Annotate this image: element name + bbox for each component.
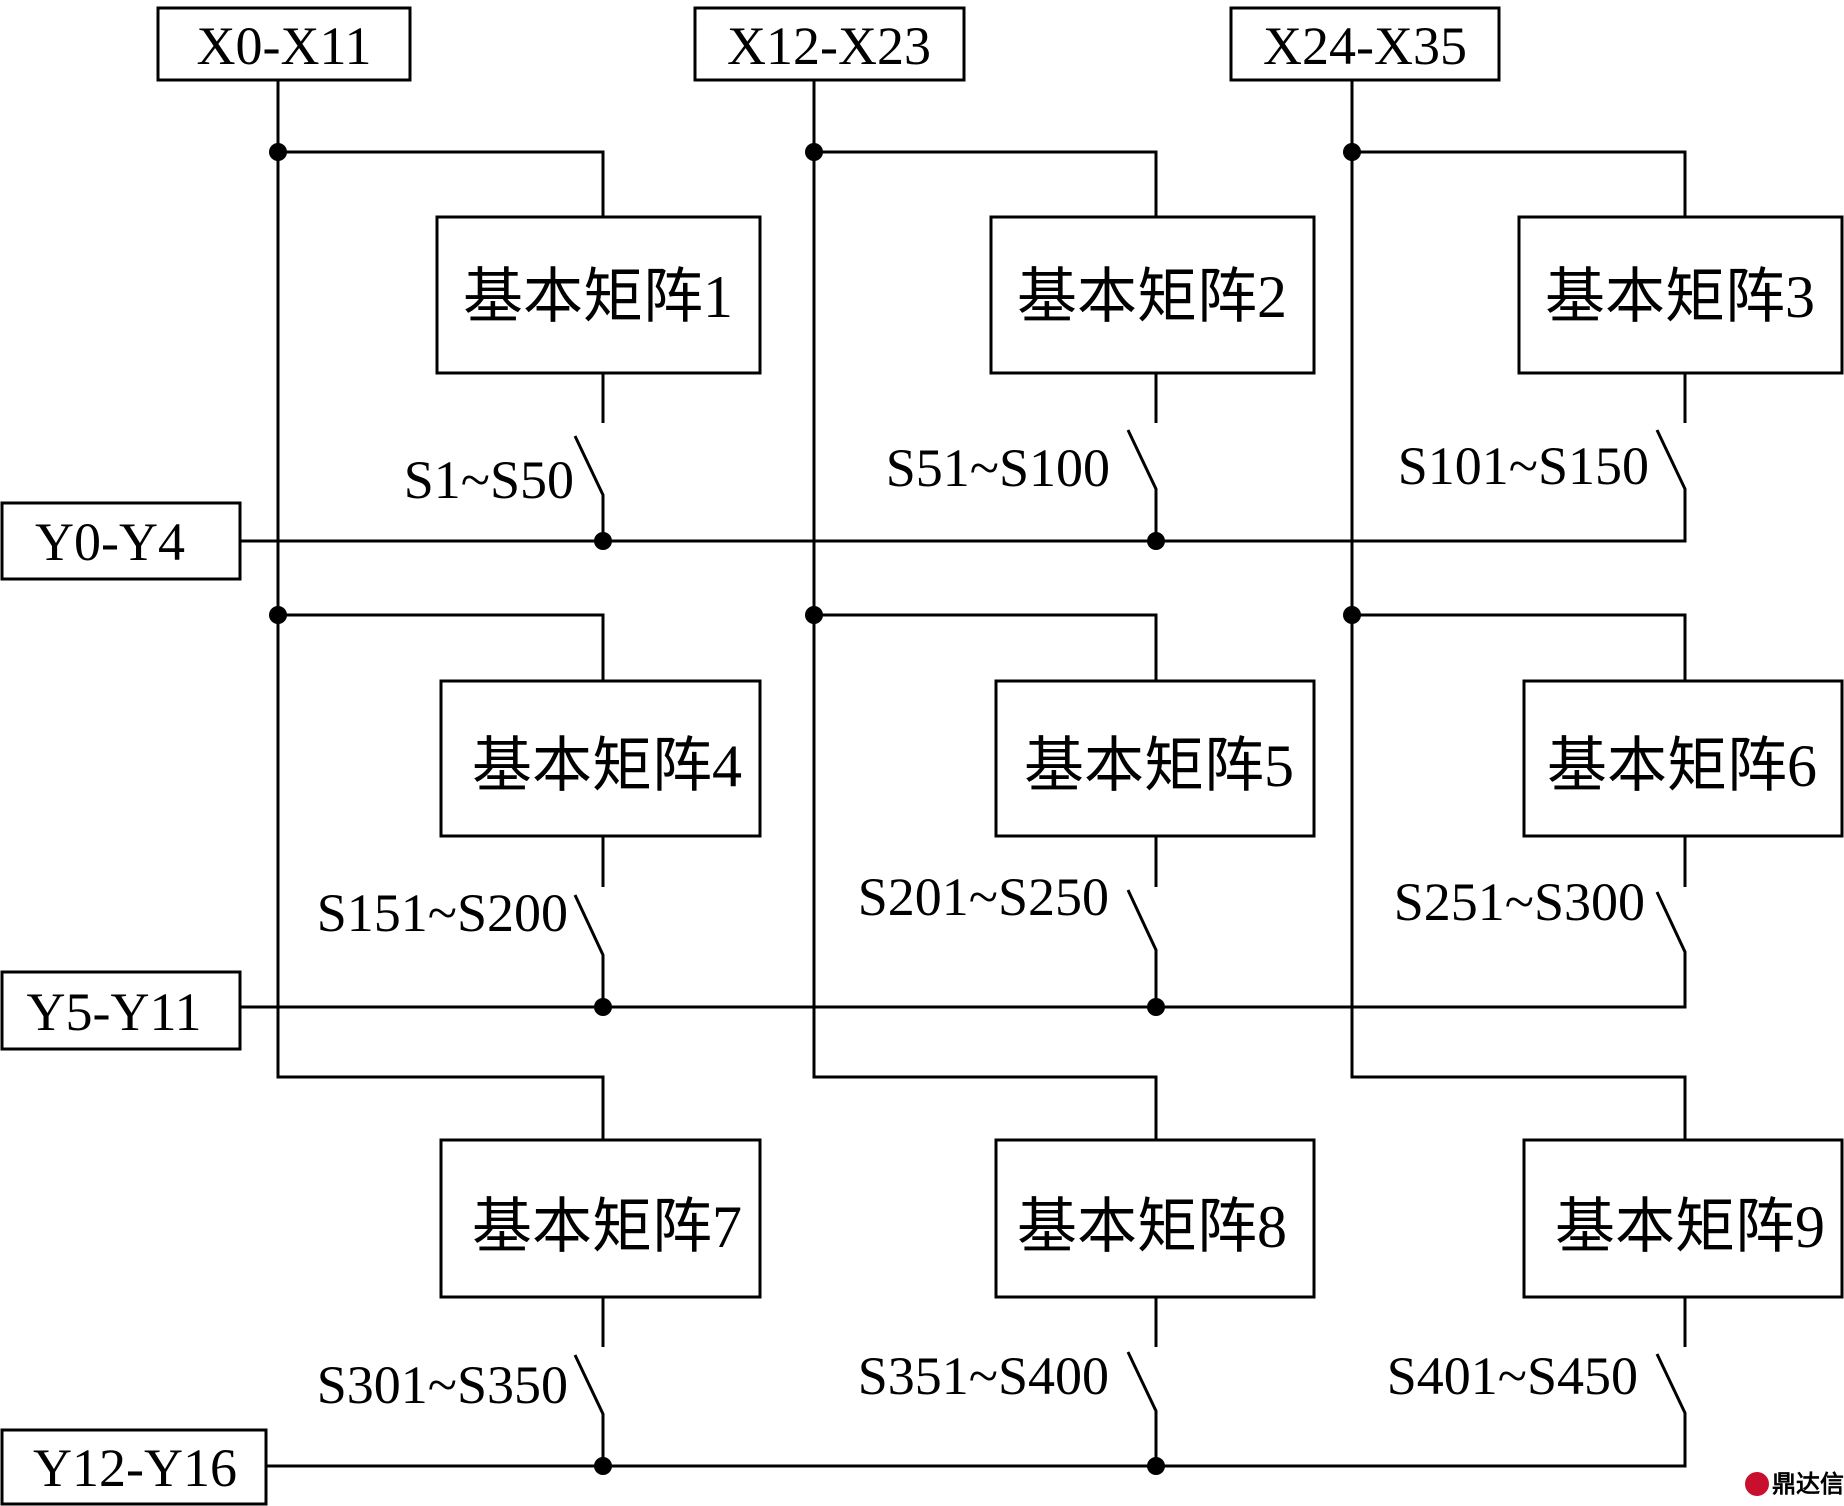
switch-label-9: S401~S450 [1387, 1346, 1638, 1406]
y-bus-wire-2 [240, 968, 1687, 1009]
switch-3 [1655, 429, 1687, 500]
matrix-block-label-3: 基本矩阵3 [1545, 264, 1815, 330]
y-bus-box-3 [0, 1428, 268, 1506]
matrix-blocks [435, 215, 1844, 1299]
x-bus-label-2: X12-X23 [727, 16, 931, 76]
branch-4 [278, 613, 605, 681]
junction-dot [1343, 606, 1361, 624]
x-bus-labels [156, 6, 1501, 82]
watermark: 鼎达信 [1745, 1470, 1844, 1498]
switch-label-3: S101~S150 [1398, 436, 1649, 496]
y-bus-label-3: Y12-Y16 [33, 1438, 237, 1498]
junction-dot [594, 1457, 612, 1475]
junctions [269, 143, 1361, 1475]
matrix-block-label-6: 基本矩阵6 [1547, 733, 1817, 799]
y-bus-label-1: Y0-Y4 [35, 512, 185, 572]
switch-6 [1655, 891, 1687, 968]
matrix-block-3 [1517, 215, 1844, 375]
junction-dot [269, 143, 287, 161]
x-bus-box-1 [156, 6, 412, 82]
junction-dot [1147, 1457, 1165, 1475]
switch-label-1: S1~S50 [404, 450, 574, 510]
matrix-block-label-1: 基本矩阵1 [463, 264, 733, 330]
junction-dot [1147, 532, 1165, 550]
matrix-block-6 [1522, 679, 1844, 838]
junction-dot [1147, 998, 1165, 1016]
x-bus-wire-3 [1350, 80, 1687, 1140]
branch-2 [814, 150, 1158, 217]
switch-label-7: S301~S350 [317, 1355, 568, 1415]
switch-2 [1126, 429, 1158, 541]
matrix-block-7 [439, 1138, 762, 1299]
junction-dot [594, 998, 612, 1016]
switch-label-6: S251~S300 [1394, 872, 1645, 932]
matrix-block-label-2: 基本矩阵2 [1017, 264, 1287, 330]
switch-label-4: S151~S200 [317, 883, 568, 943]
switch-7 [573, 1354, 605, 1466]
junction-dot [805, 143, 823, 161]
branch-6 [1352, 613, 1687, 681]
switch-label-2: S51~S100 [886, 438, 1110, 498]
x-bus-label-3: X24-X35 [1263, 16, 1467, 76]
matrix-block-2 [989, 215, 1316, 375]
matrix-block-9 [1522, 1138, 1844, 1299]
matrix-block-4 [439, 679, 762, 838]
switch-4 [573, 894, 605, 1007]
matrix-block-label-8: 基本矩阵8 [1017, 1194, 1287, 1260]
y-bus-labels [0, 501, 268, 1506]
matrix-block-5 [994, 679, 1316, 838]
switch-label-5: S201~S250 [858, 867, 1109, 927]
junction-dot [269, 606, 287, 624]
junction-dot [594, 532, 612, 550]
switch-label-8: S351~S400 [858, 1346, 1109, 1406]
branch-5 [814, 613, 1158, 681]
junction-dot [805, 606, 823, 624]
matrix-block-1 [435, 215, 762, 375]
watermark-text: 鼎达信 [1772, 1470, 1844, 1498]
switch-1 [573, 435, 605, 541]
branch-1 [278, 150, 605, 217]
x-bus-wire-1 [276, 80, 605, 1140]
matrix-block-label-5: 基本矩阵5 [1024, 733, 1294, 799]
x-bus-box-2 [693, 6, 966, 82]
switch-8 [1126, 1351, 1158, 1466]
y-bus-wire-1 [240, 500, 1687, 543]
y-bus-wire-3 [266, 1428, 1687, 1468]
matrix-block-label-9: 基本矩阵9 [1555, 1194, 1825, 1260]
y-bus-label-2: Y5-Y11 [27, 982, 202, 1042]
watermark-logo-icon [1745, 1472, 1769, 1496]
wiring [240, 80, 1687, 1468]
branch-3 [1352, 150, 1687, 217]
junction-dot [1343, 143, 1361, 161]
x-bus-label-1: X0-X11 [197, 16, 372, 76]
matrix-block-label-7: 基本矩阵7 [472, 1194, 742, 1260]
x-bus-wire-2 [812, 80, 1158, 1140]
x-bus-box-3 [1229, 6, 1501, 82]
matrix-block-8 [994, 1138, 1316, 1299]
y-bus-box-2 [0, 970, 242, 1051]
switch-9 [1655, 1353, 1687, 1428]
switch-5 [1126, 889, 1158, 1007]
matrix-block-label-4: 基本矩阵4 [472, 733, 742, 799]
